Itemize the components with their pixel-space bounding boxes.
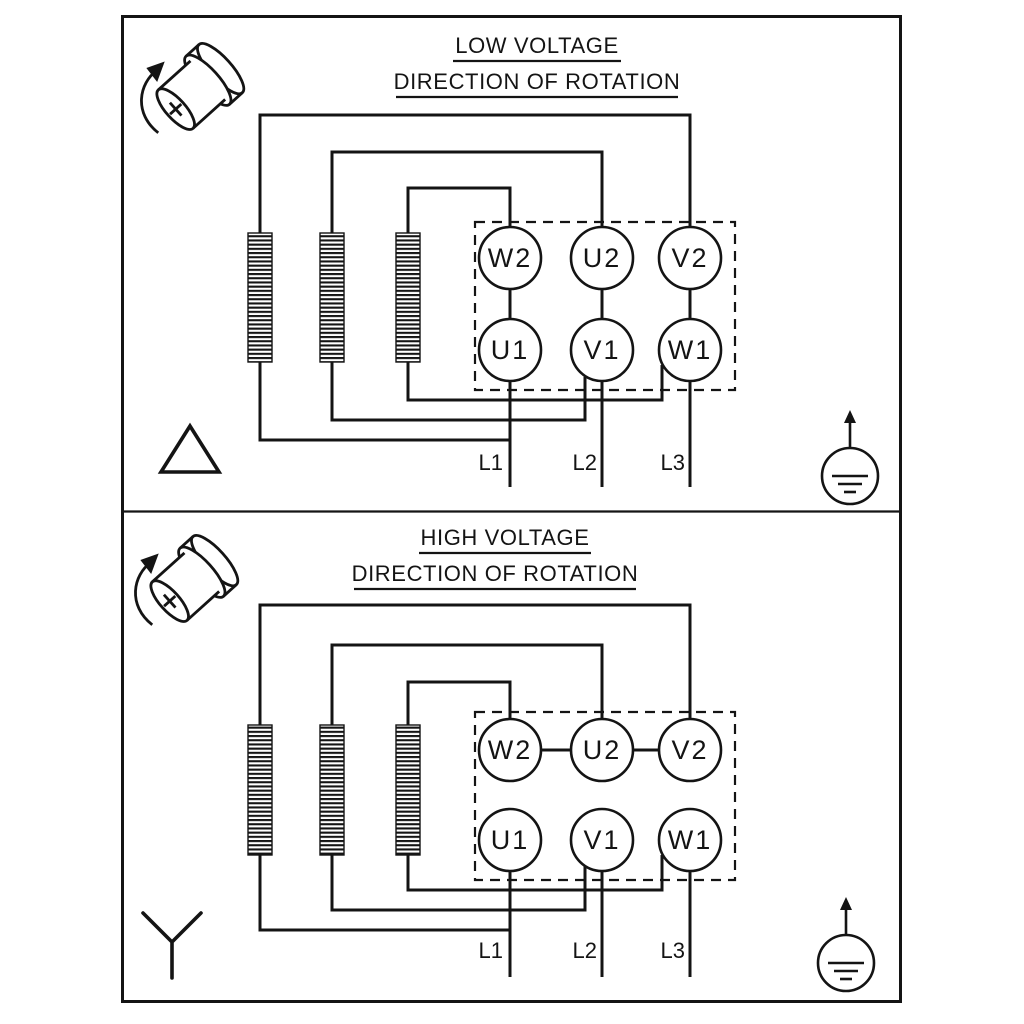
terminal-circle: [569, 717, 635, 783]
delta-link-wires: [508, 289, 692, 319]
terminal-circle: [569, 317, 635, 383]
terminal-w1: W1: [657, 317, 723, 383]
winding-return-wires: [258, 362, 664, 442]
terminal-circle: [477, 317, 543, 383]
supply-line-label-l3: L3: [661, 450, 685, 475]
terminal-u1: U1: [477, 807, 543, 873]
terminal-circle: [569, 807, 635, 873]
terminal-label: U1: [491, 335, 530, 365]
winding-coil: [247, 724, 273, 856]
supply-line-label-l2: L2: [573, 938, 597, 963]
motor-windings: [247, 232, 421, 363]
delta-connection-icon: [157, 422, 223, 474]
terminal-v1: V1: [569, 317, 635, 383]
winding-to-terminal-wires: [258, 113, 692, 233]
motor-windings: [247, 724, 421, 856]
shaft-rotation-icon: [134, 527, 246, 634]
terminal-board-outline: [473, 710, 737, 882]
diagram-border: [121, 15, 902, 1003]
terminal-label: W2: [488, 243, 533, 273]
supply-line-wires: [508, 381, 692, 487]
earth-ground-icon: [820, 408, 880, 506]
terminal-circle: [477, 807, 543, 873]
terminal-w2: W2: [477, 225, 543, 291]
winding-to-terminal-wires: [258, 603, 692, 725]
terminal-label: U2: [583, 735, 622, 765]
terminal-v1: V1: [569, 807, 635, 873]
winding-coil: [395, 232, 421, 363]
low-voltage-section: LOW VOLTAGE DIRECTION OF ROTATION W2 U2 …: [140, 33, 880, 506]
terminal-w1: W1: [657, 807, 723, 873]
terminal-u1: U1: [477, 317, 543, 383]
terminal-u2: U2: [569, 225, 635, 291]
shaft-rotation-icon: [140, 35, 252, 142]
terminal-label: V1: [583, 335, 620, 365]
terminal-label: W2: [488, 735, 533, 765]
supply-line-label-l1: L1: [479, 450, 503, 475]
terminal-circle: [657, 807, 723, 873]
section-subtitle: DIRECTION OF ROTATION: [352, 561, 639, 586]
winding-coil: [319, 724, 345, 856]
section-title: LOW VOLTAGE: [455, 33, 618, 58]
terminal-label: U1: [491, 825, 530, 855]
terminal-circle: [657, 317, 723, 383]
terminal-circle: [657, 225, 723, 291]
terminal-board-outline: [473, 220, 737, 392]
terminal-circle: [569, 225, 635, 291]
terminal-u2: U2: [569, 717, 635, 783]
terminal-label: V2: [671, 243, 708, 273]
winding-return-wires: [258, 855, 664, 932]
terminal-label: V1: [583, 825, 620, 855]
supply-line-label-l1: L1: [479, 938, 503, 963]
supply-line-label-l2: L2: [573, 450, 597, 475]
earth-ground-icon: [816, 895, 876, 993]
star-connection-icon: [141, 911, 203, 980]
terminal-label: W1: [668, 335, 713, 365]
terminal-label: W1: [668, 825, 713, 855]
terminal-circle: [477, 717, 543, 783]
section-title: HIGH VOLTAGE: [421, 525, 590, 550]
terminal-w2: W2: [477, 717, 543, 783]
winding-coil: [395, 724, 421, 856]
supply-line-wires: [508, 871, 692, 977]
terminal-v2: V2: [657, 717, 723, 783]
terminal-label: U2: [583, 243, 622, 273]
winding-coil: [247, 232, 273, 363]
supply-line-label-l3: L3: [661, 938, 685, 963]
terminal-label: V2: [671, 735, 708, 765]
high-voltage-section: HIGH VOLTAGE DIRECTION OF ROTATION W2 U2…: [134, 525, 876, 993]
winding-coil: [319, 232, 345, 363]
section-subtitle: DIRECTION OF ROTATION: [394, 69, 681, 94]
terminal-circle: [477, 225, 543, 291]
terminal-v2: V2: [657, 225, 723, 291]
terminal-circle: [657, 717, 723, 783]
